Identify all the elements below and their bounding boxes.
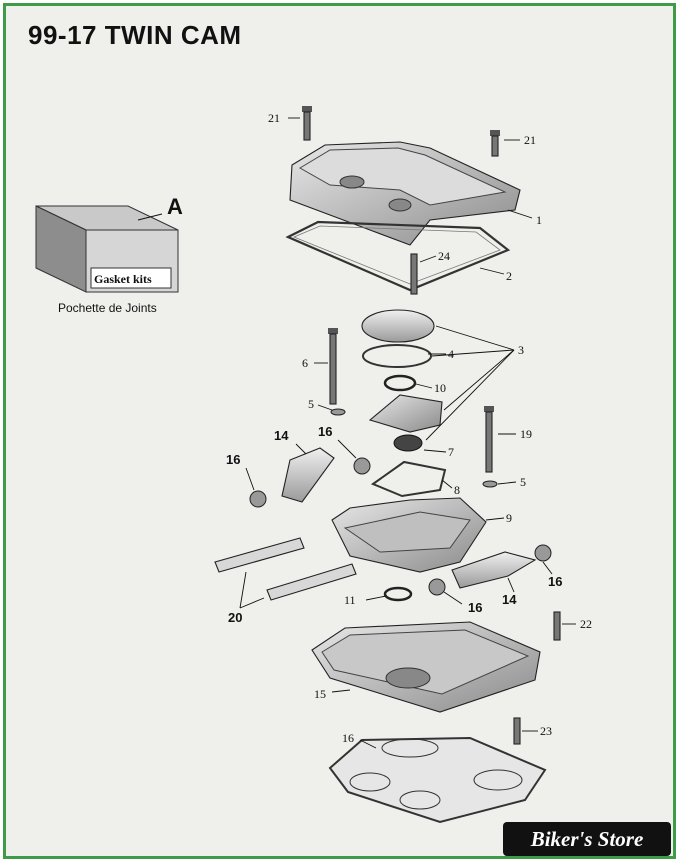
callout-8: 8	[454, 483, 460, 497]
breather-baffle	[368, 394, 443, 433]
lower-housing-gasket	[328, 736, 547, 824]
callout-19: 19	[520, 427, 532, 441]
callout-7: 7	[448, 445, 454, 459]
callout-16-a: 16	[226, 452, 240, 467]
leader-lines	[239, 117, 576, 749]
callout-6: 6	[302, 356, 308, 370]
bolt-24	[410, 253, 418, 295]
bushing-16-d	[428, 578, 446, 596]
o-ring-10	[383, 374, 417, 392]
bushing-16-b	[353, 457, 371, 475]
bolt-21-left	[302, 106, 312, 141]
callout-14-right: 14	[502, 592, 517, 607]
umbrella-valve-7	[393, 434, 423, 452]
callout-10: 10	[434, 381, 446, 395]
o-ring-11	[383, 586, 413, 602]
rocker-cover	[289, 141, 521, 246]
callout-21-left: 21	[268, 111, 280, 125]
breather-gasket-4	[362, 344, 432, 368]
rocker-shaft-20-a	[214, 537, 305, 573]
rocker-cover-gasket	[285, 220, 511, 292]
store-watermark: Biker's Store	[503, 822, 671, 856]
rocker-arm-14-right	[451, 551, 537, 589]
callout-24: 24	[438, 249, 450, 263]
callout-16-bottom: 16	[342, 731, 354, 745]
washer-5-right	[482, 480, 498, 488]
washer-5-left	[330, 408, 346, 416]
kit-letter: A	[167, 194, 183, 219]
callout-5-left: 5	[308, 397, 314, 411]
gasket-kit-caption: Pochette de Joints	[58, 301, 157, 315]
page-title: 99-17 TWIN CAM	[28, 20, 242, 50]
bushing-16-c	[534, 544, 552, 562]
kit-leader	[137, 213, 163, 221]
callout-16-b: 16	[318, 424, 332, 439]
bolt-21-right	[490, 130, 500, 157]
callout-1: 1	[536, 213, 542, 227]
bolt-23	[513, 717, 521, 745]
bolt-6	[328, 328, 338, 405]
breather-cover	[361, 309, 435, 343]
callout-14-left: 14	[274, 428, 289, 443]
callout-22: 22	[580, 617, 592, 631]
callout-9: 9	[506, 511, 512, 525]
callout-20: 20	[228, 610, 242, 625]
callout-16-c: 16	[548, 574, 562, 589]
callout-21-right: 21	[524, 133, 536, 147]
gasket-kit-box	[35, 205, 179, 293]
gasket-kit-label: Gasket kits	[94, 272, 152, 286]
callout-15: 15	[314, 687, 326, 701]
lower-rocker-housing	[311, 621, 541, 713]
callout-16-d: 16	[468, 600, 482, 615]
rocker-arm-14-left	[281, 447, 335, 503]
callout-3: 3	[518, 343, 524, 357]
callout-2: 2	[506, 269, 512, 283]
callout-11: 11	[344, 593, 356, 607]
bolt-22	[553, 611, 561, 641]
callout-23: 23	[540, 724, 552, 738]
rocker-shaft-20-b	[266, 563, 357, 601]
callout-5-right: 5	[520, 475, 526, 489]
callout-4: 4	[448, 347, 454, 361]
bolt-19	[484, 406, 494, 473]
rocker-support-plate	[331, 497, 487, 573]
bushing-16-a	[249, 490, 267, 508]
baffle-gasket-8	[370, 460, 447, 498]
